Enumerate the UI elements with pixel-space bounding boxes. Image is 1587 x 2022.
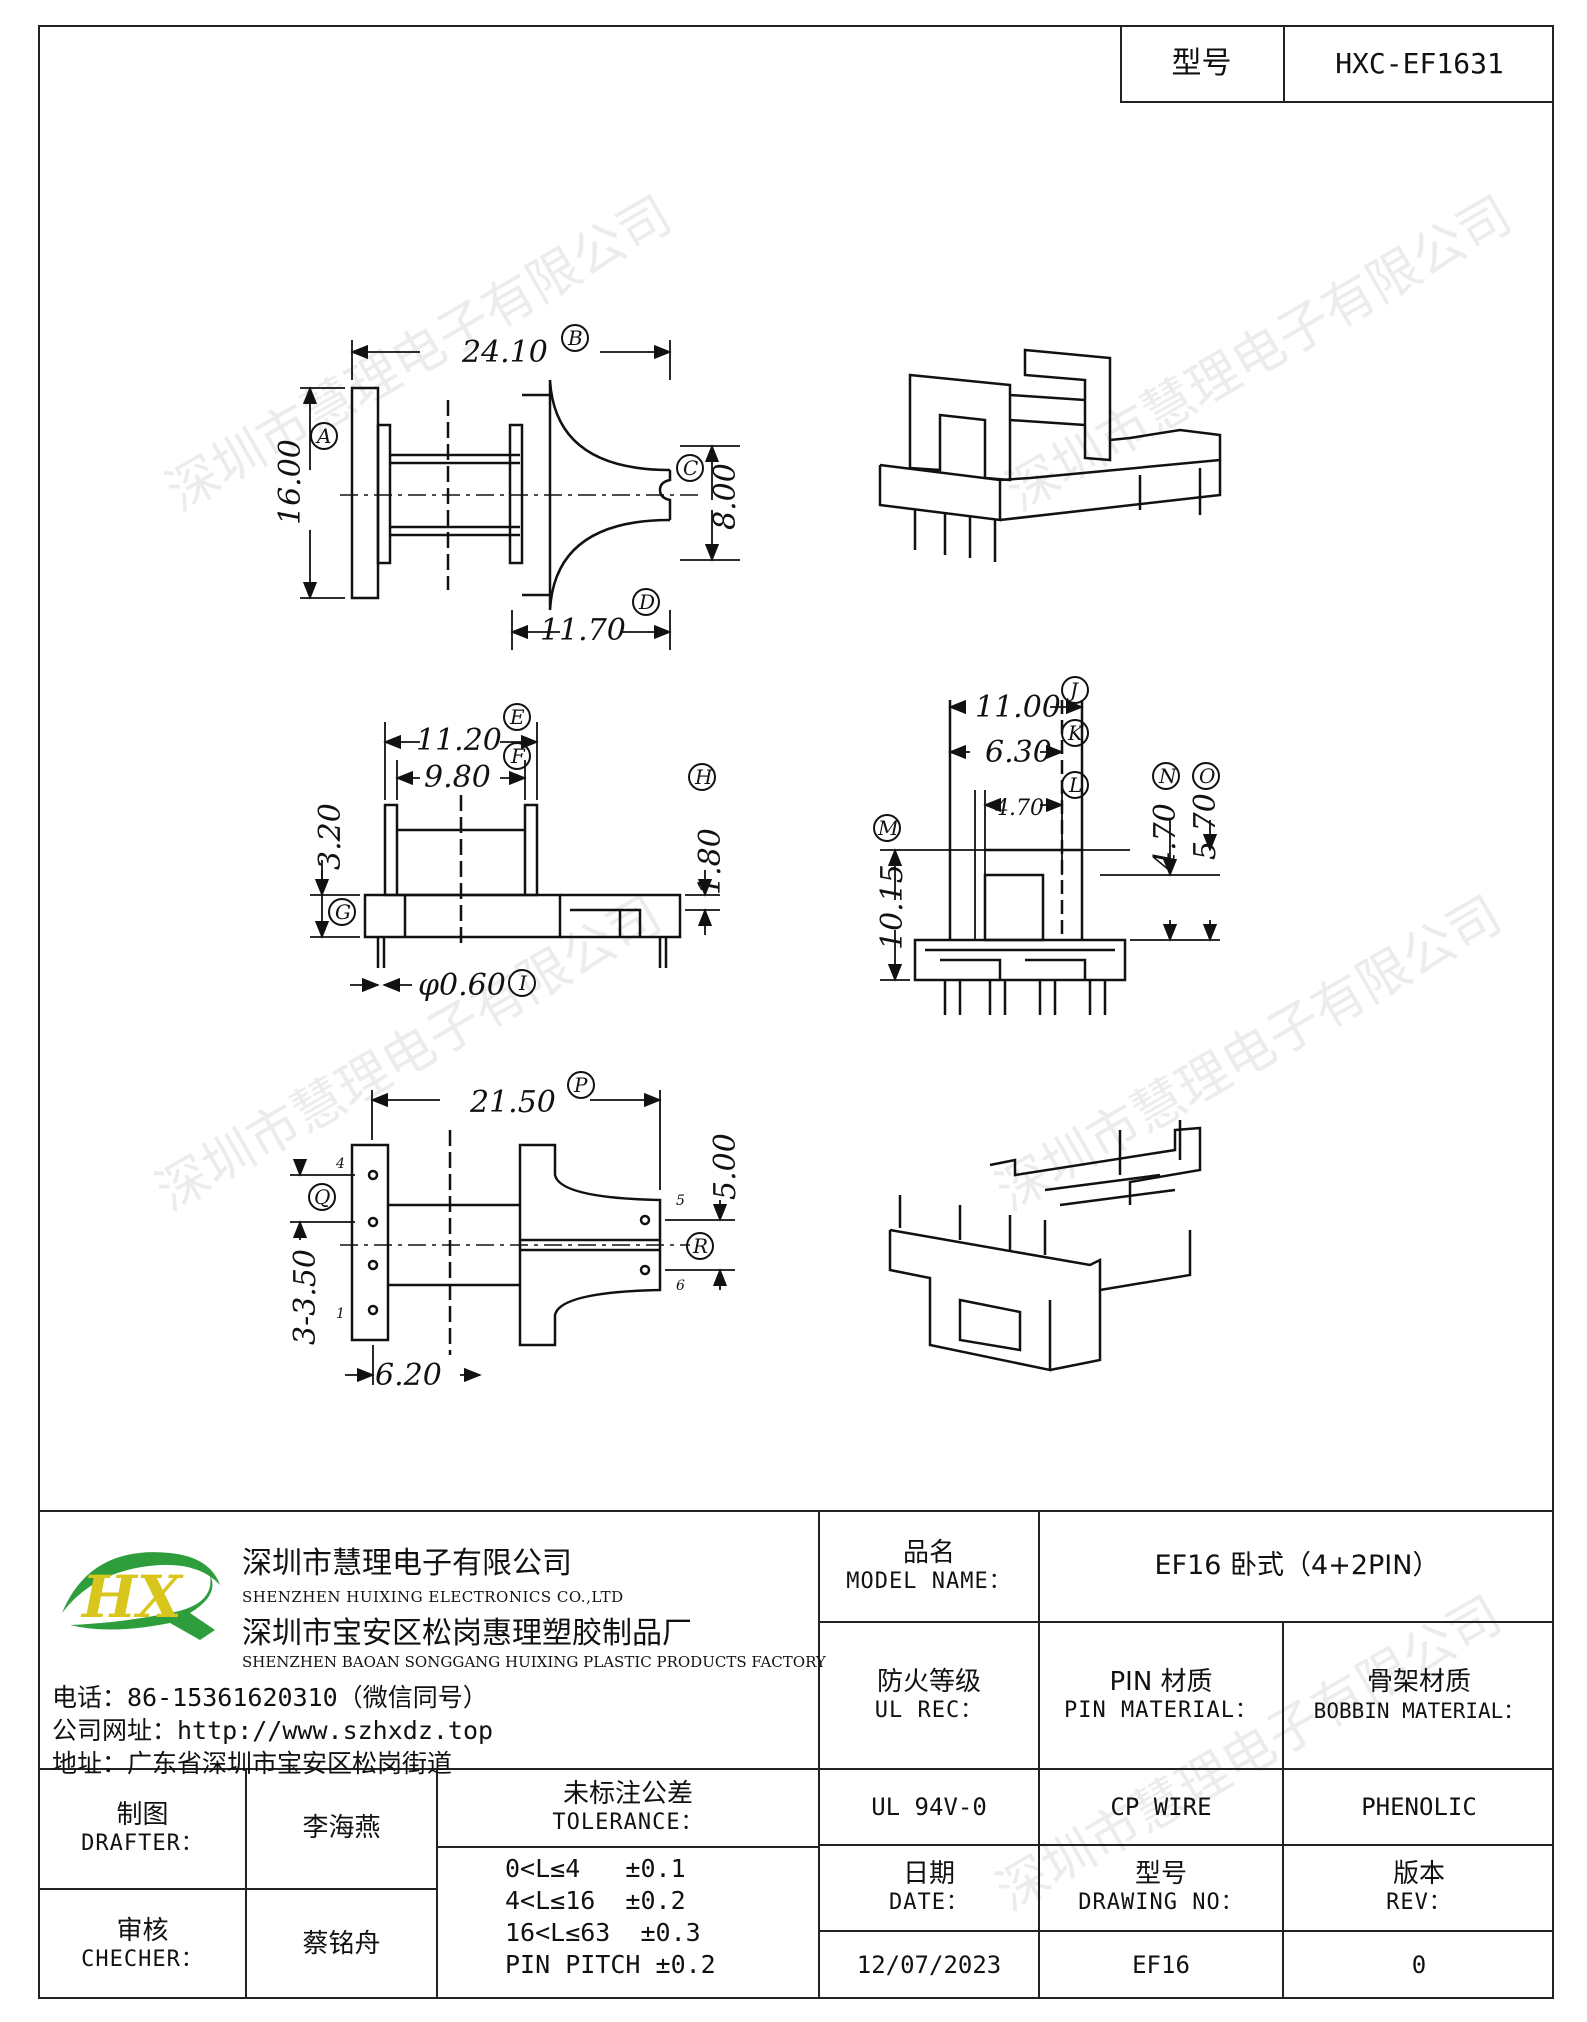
pin-numbers: 4 1 5 6: [335, 1156, 685, 1322]
isometric-view-top: [878, 348, 1222, 562]
tolerance-line: PIN PITCH ±0.2: [505, 1950, 716, 1979]
technical-drawing: 24.10 16.00 8.00 11.70 11.20 9.80 1.80 3…: [273, 324, 1223, 1393]
model-header-value: HXC-EF1631: [1335, 47, 1504, 81]
dim-e: 11.20: [416, 723, 502, 758]
dim-f: 9.80: [424, 760, 491, 795]
ul-rec-label: 防火等级 UL REC：: [874, 1666, 984, 1723]
company-name-cn: 深圳市慧理电子有限公司: [242, 1546, 572, 1581]
logo-letters: HX: [80, 1563, 184, 1631]
tag-g: G: [335, 900, 351, 924]
top-view: [340, 379, 700, 611]
tolerance-line: 0<L≤4 ±0.1: [505, 1854, 686, 1883]
dim-r: 5.00: [708, 1133, 743, 1200]
tag-q: Q: [314, 1185, 330, 1209]
company-name-en: SHENZHEN HUIXING ELECTRONICS CO.,LTD: [242, 1588, 624, 1606]
tag-d: D: [638, 590, 655, 614]
bottom-view-dims: [290, 1090, 735, 1385]
tag-m: M: [877, 816, 899, 840]
model-name-label: 品名 MODEL NAME：: [846, 1537, 1012, 1594]
drafter-label: 制图 DRAFTER：: [81, 1800, 204, 1857]
dim-d: 11.70: [540, 613, 626, 648]
tag-h: H: [694, 765, 713, 789]
bottom-view: [340, 1130, 690, 1355]
dim-b: 24.10: [461, 335, 548, 370]
tag-b: B: [567, 326, 583, 350]
tolerance-table: 0<L≤4 ±0.1 4<L≤16 ±0.2 16<L≤63 ±0.3 PIN …: [505, 1853, 716, 1981]
pin-material-value: CP WIRE: [1110, 1792, 1212, 1821]
tag-l: L: [1068, 773, 1082, 797]
ul-rec-value: UL 94V-0: [871, 1792, 987, 1821]
tag-c: C: [683, 456, 698, 480]
drawing-frame: [38, 25, 1554, 1999]
front-view-dims: [880, 699, 1220, 982]
factory-name-cn: 深圳市宝安区松岗惠理塑胶制品厂: [242, 1616, 692, 1651]
dim-j: 11.00: [975, 690, 1061, 725]
top-view-dims: [300, 340, 740, 650]
dim-p: 21.50: [469, 1085, 556, 1120]
date-label: 日期 DATE：: [889, 1859, 969, 1916]
tag-r: R: [692, 1234, 708, 1258]
tolerance-line: 4<L≤16 ±0.2: [505, 1886, 686, 1915]
checker-label: 审核 CHECHER：: [81, 1915, 204, 1972]
rev-label: 版本 REV：: [1386, 1859, 1452, 1916]
factory-name-en: SHENZHEN BAOAN SONGGANG HUIXING PLASTIC …: [242, 1653, 826, 1671]
drawing-no-label: 型号 DRAWING NO：: [1078, 1859, 1244, 1916]
model-name-value: EF16 卧式（4+2PIN）: [1154, 1550, 1440, 1582]
pin-6: 6: [676, 1278, 685, 1294]
model-header-label: 型号: [1171, 46, 1232, 81]
reference-tags: B A C D E F H G I J K L M N O P Q R: [308, 324, 1220, 1260]
dim-h: 1.80: [693, 828, 728, 895]
tag-j: J: [1066, 678, 1079, 702]
dim-g: 3.20: [313, 803, 348, 870]
company-address: 地址：广东省深圳市宝安区松岗街道: [52, 1749, 453, 1778]
tag-k: K: [1067, 721, 1084, 745]
dim-q: 3-3.50: [288, 1249, 323, 1345]
pin-4: 4: [335, 1156, 345, 1172]
rev-value: 0: [1411, 1951, 1427, 1980]
company-logo: HX: [62, 1552, 220, 1640]
bobbin-material-label: 骨架材质 BOBBIN MATERIAL：: [1313, 1667, 1525, 1723]
side-view-dims: [310, 722, 720, 993]
dim-a: 16.00: [273, 439, 308, 525]
tag-i: I: [518, 971, 528, 995]
dimension-labels: 24.10 16.00 8.00 11.70 11.20 9.80 1.80 3…: [273, 335, 1223, 1393]
tolerance-label: 未标注公差 TOLERANCE：: [552, 1779, 704, 1836]
side-view: [363, 795, 682, 968]
dim-l: 4.70: [994, 796, 1044, 821]
tag-p: P: [573, 1073, 588, 1097]
pin-5: 5: [676, 1193, 685, 1209]
dim-w: 6.20: [375, 1358, 442, 1393]
tolerance-line: 16<L≤63 ±0.3: [505, 1918, 701, 1947]
tag-a: A: [315, 424, 331, 448]
front-view: [913, 700, 1127, 1015]
pin-1: 1: [336, 1306, 345, 1322]
company-website: 公司网址：http://www.szhxdz.top: [52, 1716, 494, 1745]
dim-n: 4.70: [1148, 803, 1183, 871]
tag-e: E: [509, 705, 525, 729]
dim-o: 5.70: [1188, 793, 1223, 860]
tag-f: F: [510, 744, 526, 768]
dim-m: 10.15: [875, 864, 910, 950]
tag-n: N: [1158, 764, 1178, 788]
isometric-view-bottom: [888, 1120, 1202, 1372]
dim-c: 8.00: [708, 463, 743, 530]
drafter-value: 李海燕: [302, 1813, 381, 1844]
date-value: 12/07/2023: [856, 1951, 1002, 1980]
tag-o: O: [1199, 764, 1215, 788]
dim-k: 6.30: [985, 735, 1052, 770]
dim-i: φ0.60: [418, 968, 506, 1003]
pin-material-label: PIN 材质 PIN MATERIAL：: [1064, 1666, 1258, 1723]
bobbin-material-value: PHENOLIC: [1361, 1792, 1477, 1821]
company-phone: 电话：86-15361620310（微信同号）: [52, 1683, 488, 1712]
drawing-no-value: EF16: [1132, 1951, 1190, 1980]
model-header-box: [1120, 25, 1554, 103]
checker-value: 蔡铭舟: [302, 1928, 381, 1959]
